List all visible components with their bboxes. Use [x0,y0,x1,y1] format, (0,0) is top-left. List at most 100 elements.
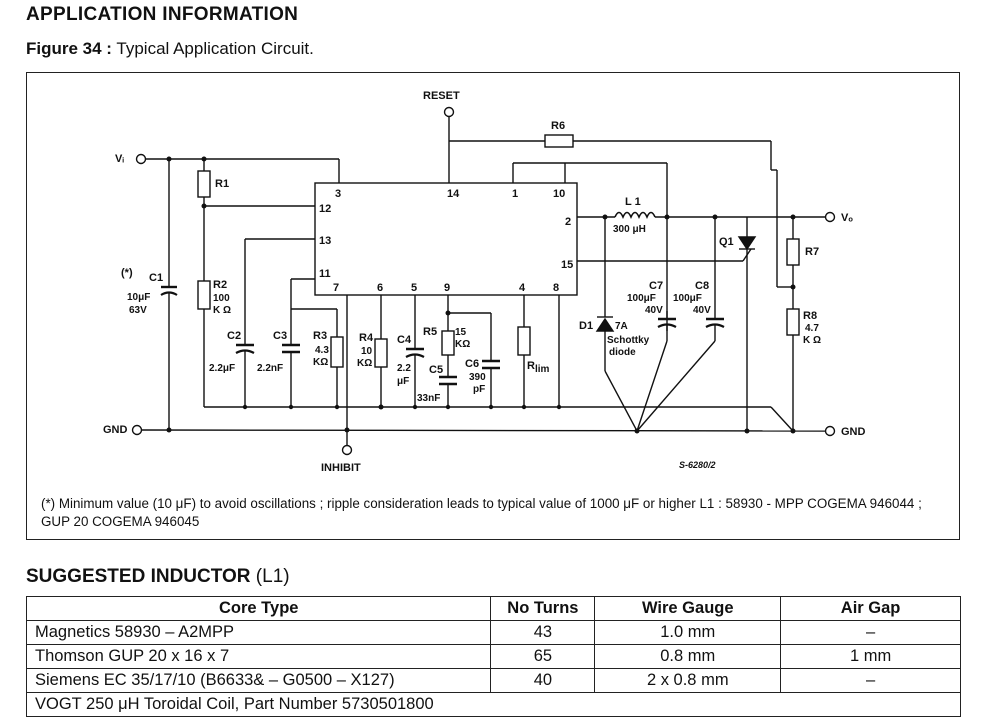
vo-label: Vₒ [841,212,853,224]
d1-label: D1 [579,320,593,332]
inhibit-label: INHIBIT [321,462,361,474]
table-row: Thomson GUP 20 x 16 x 7 65 0.8 mm 1 mm [25,644,961,669]
inductor-heading: SUGGESTED INDUCTOR (L1) [26,566,290,588]
pin-5: 5 [411,282,417,294]
cell-no-turns: 65 [490,644,596,669]
cell-no-turns: 43 [490,620,596,645]
r6-resistor [544,134,574,148]
ic-body [314,182,578,296]
table-header-row: Core Type No Turns Wire Gauge Air Gap [25,596,961,621]
table-row: Magnetics 58930 – A2MPP 43 1.0 mm – [25,620,961,645]
c3-label: C3 [273,330,287,342]
gnd-right-label: GND [841,426,866,438]
r5-label: R5 [423,326,437,338]
pin-6: 6 [377,282,383,294]
q1-transistor [737,236,757,251]
l1-value: 300 μH [613,224,646,235]
d1-desc1: Schottky [607,335,650,346]
figure-caption: Figure 34 : Typical Application Circuit. [26,39,314,59]
inhibit-terminal [341,444,353,456]
inductor-table: Core Type No Turns Wire Gauge Air Gap Ma… [25,596,961,717]
rlim-resistor [517,326,531,356]
gnd-left-label: GND [103,424,128,436]
circuit-figure: 3 14 1 10 12 13 11 2 15 7 6 5 9 4 8 RESE… [26,72,960,540]
r7-resistor [786,238,800,266]
r2-value1: 100 [213,293,230,304]
c7-value2: 40V [645,305,663,316]
cell-wire-gauge: 1.0 mm [594,620,782,645]
figure-note: (*) Minimum value (10 μF) to avoid oscil… [41,496,922,529]
header-no-turns: No Turns [490,596,596,621]
c1-label: C1 [149,272,163,284]
d1-diode [595,317,615,332]
r5-resistor [441,330,455,356]
section-title: APPLICATION INFORMATION [26,4,299,25]
pin-2: 2 [565,216,571,228]
c4-value2: μF [397,376,409,387]
pin-3: 3 [335,188,341,200]
cell-footer: VOGT 250 μH Toroidal Coil, Part Number 5… [26,692,961,717]
r8-label: R8 [803,310,817,322]
pin-15: 15 [561,259,573,271]
r3-value1: 4.3 [315,345,329,356]
c7-label: C7 [649,280,663,292]
figure-code: S-6280/2 [679,460,716,470]
l1-label: L 1 [625,196,641,208]
c2-value: 2.2μF [209,363,235,374]
cell-air-gap: – [780,620,961,645]
pin-12: 12 [319,203,331,215]
cell-wire-gauge: 0.8 mm [594,644,782,669]
pin-10: 10 [553,188,565,200]
q1-label: Q1 [719,236,734,248]
r8-value1: 4.7 [805,323,819,334]
inductor-title: SUGGESTED INDUCTOR [26,566,251,587]
c8-value1: 100μF [673,293,702,304]
figure-number: Figure 34 : [26,39,112,58]
d1-desc2: diode [609,347,636,358]
table-row: Siemens EC 35/17/10 (B6633& – G0500 – X1… [25,668,961,693]
vo-terminal [824,211,836,223]
cell-air-gap: – [780,668,961,693]
c1-value2: 63V [129,305,147,316]
r1-label: R1 [215,178,229,190]
c8-value2: 40V [693,305,711,316]
rlim-label: Rlim [527,360,550,375]
vi-label: Vᵢ [115,153,124,165]
r8-resistor [786,308,800,336]
cell-wire-gauge: 2 x 0.8 mm [594,668,782,693]
r5-value1: 15 [455,327,467,338]
pin-9: 9 [444,282,450,294]
pin-14: 14 [447,188,460,200]
c4-value1: 2.2 [397,363,411,374]
gnd-right-terminal [824,425,836,437]
reset-terminal [443,106,455,118]
r3-label: R3 [313,330,327,342]
c1-star: (*) [121,267,133,279]
pin-1: 1 [512,188,518,200]
c3-value: 2.2nF [257,363,283,374]
c6-value2: pF [473,384,485,395]
figure-caption-text: Typical Application Circuit. [116,39,314,58]
cell-core-type: Magnetics 58930 – A2MPP [25,620,492,645]
cell-no-turns: 40 [490,668,596,693]
r4-resistor [374,338,388,368]
r8-value2: K Ω [803,335,821,346]
c6-value1: 390 [469,372,486,383]
r7-label: R7 [805,246,819,258]
d1-value: 7A [615,321,628,332]
pin-4: 4 [519,282,526,294]
r2-label: R2 [213,279,227,291]
c4-label: C4 [397,334,412,346]
pin-7: 7 [333,282,339,294]
r5-value2: KΩ [455,339,470,350]
table-footer-row: VOGT 250 μH Toroidal Coil, Part Number 5… [26,692,961,717]
reset-label: RESET [423,90,460,102]
cell-air-gap: 1 mm [780,644,961,669]
r4-value2: KΩ [357,358,372,369]
circuit-diagram: 3 14 1 10 12 13 11 2 15 7 6 5 9 4 8 RESE… [103,90,866,474]
cell-core-type: Siemens EC 35/17/10 (B6633& – G0500 – X1… [25,668,492,693]
header-core-type: Core Type [25,596,492,621]
r4-label: R4 [359,332,374,344]
r6-label: R6 [551,120,565,132]
r1-resistor [197,170,211,198]
